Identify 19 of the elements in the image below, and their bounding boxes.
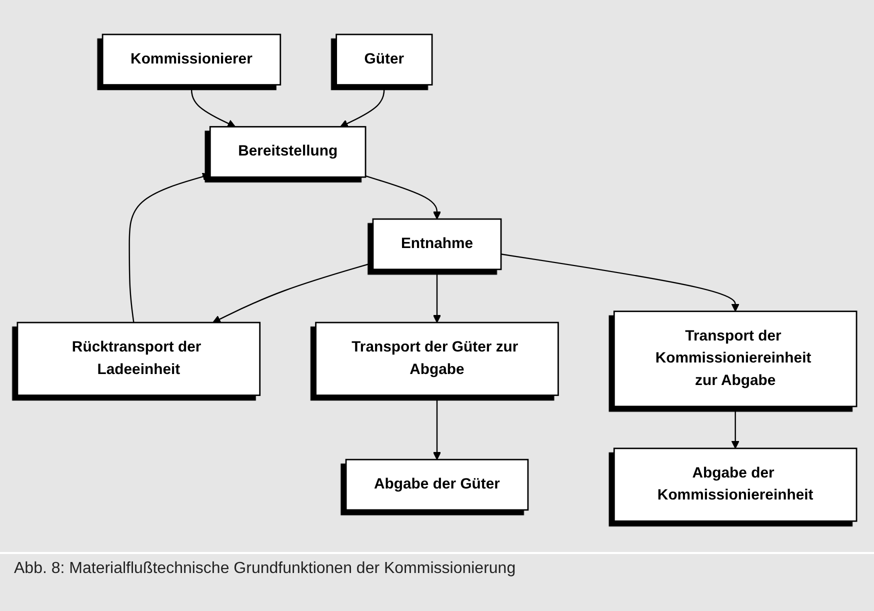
- arrow: [365, 176, 442, 220]
- caption: Abb. 8: Materialflußtechnische Grundfunktionen der Kommissionierung: [14, 560, 516, 578]
- arrow: [190, 85, 236, 128]
- node-box: Abgabe der Güter: [345, 459, 529, 511]
- node-box: Transport der Kommissioniereinheit zur Abgabe: [613, 310, 858, 408]
- node-box: Rücktransport der Ladeeinheit: [16, 322, 261, 396]
- arrow: [500, 254, 740, 312]
- node-box: Transport der Güter zur Abgabe: [315, 322, 559, 396]
- node-box: Bereitstellung: [209, 126, 366, 178]
- arrow: [432, 395, 442, 460]
- arrow: [432, 270, 442, 324]
- node-box: Abgabe der Kommissioniereinheit: [613, 448, 858, 522]
- arrow: [128, 172, 210, 323]
- arrow: [340, 85, 385, 128]
- node-box: Güter: [336, 34, 433, 86]
- node-box: Entnahme: [372, 218, 502, 270]
- arrow: [731, 406, 740, 449]
- node-box: Kommissionierer: [102, 34, 282, 86]
- arrow: [212, 262, 374, 324]
